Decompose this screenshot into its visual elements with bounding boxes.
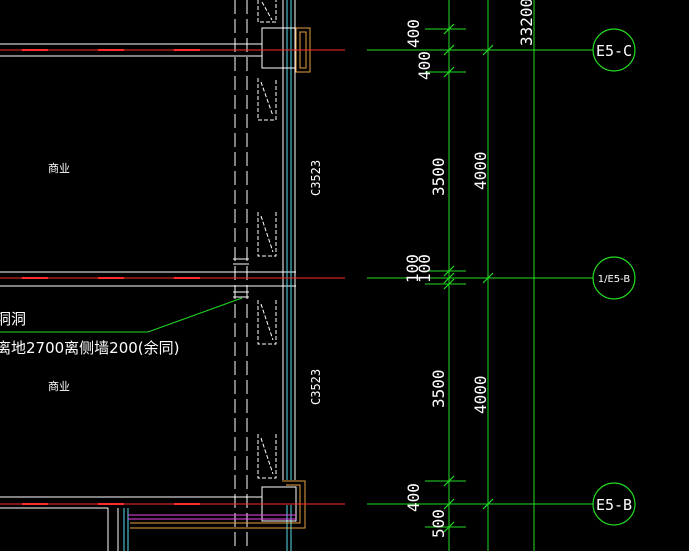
dim-text: 3500 xyxy=(429,157,448,196)
window-label-upper: C3523 xyxy=(309,160,323,196)
axis-label-e5b: E5-B xyxy=(596,496,632,514)
dim-text: 400 xyxy=(404,483,423,512)
dimension-lines xyxy=(367,0,593,551)
annotation-leader xyxy=(0,297,243,333)
room-label-upper: 商业 xyxy=(48,161,70,175)
axis-bubble-e5c xyxy=(592,28,636,72)
dim-text: 100 xyxy=(403,254,422,283)
room-label-lower: 商业 xyxy=(48,379,70,393)
annotation-line-2: 离地2700离侧墙200(余同) xyxy=(0,339,180,357)
axis-centerline-dashes xyxy=(22,49,230,505)
dim-text: 4000 xyxy=(471,151,490,190)
axis-bubble-e5b xyxy=(592,482,636,526)
magenta-lines xyxy=(128,514,296,520)
dim-text: 33200 xyxy=(517,0,536,46)
dim-text: 500 xyxy=(429,509,448,538)
door-symbols xyxy=(257,0,277,479)
axis-label-1-e5b: 1/E5-B xyxy=(598,274,631,285)
annotation-line-1: 洞洞 xyxy=(0,310,26,328)
window-lines xyxy=(123,0,296,551)
dashed-wall-lines xyxy=(234,0,248,551)
dim-text: 400 xyxy=(404,19,423,48)
break-marks xyxy=(233,258,249,298)
dimension-texts: 400 400 3500 100 100 3500 400 500 4000 4… xyxy=(403,0,536,538)
dim-text: 100 xyxy=(415,254,434,283)
axis-bubble-1-e5b xyxy=(592,256,636,300)
dimension-ticks xyxy=(443,23,494,533)
axis-lines xyxy=(0,49,345,505)
wall-lines xyxy=(0,43,296,551)
dim-text: 3500 xyxy=(429,369,448,408)
dim-text: 400 xyxy=(415,51,434,80)
axis-label-e5c: E5-C xyxy=(596,42,632,60)
dim-text: 4000 xyxy=(471,375,490,414)
window-label-lower: C3523 xyxy=(309,369,323,405)
